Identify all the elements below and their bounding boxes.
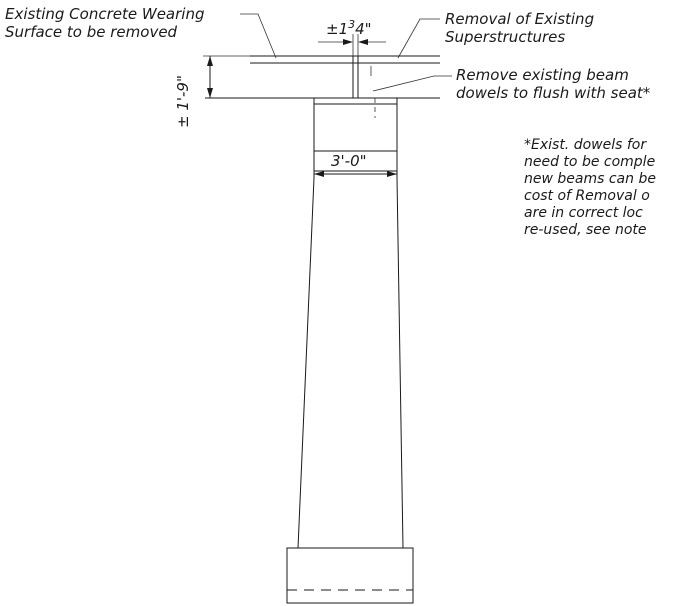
footing-outline xyxy=(286,547,414,604)
width-arrow-left xyxy=(314,171,324,177)
removal-callout: Removal of Existing Superstructures xyxy=(397,10,594,59)
gap-dimension-text: ±134" xyxy=(326,18,372,38)
column-right-taper xyxy=(396,177,404,549)
gap-arrow-left xyxy=(343,39,353,45)
note-line-6: re-used, see note xyxy=(524,222,647,238)
wearing-surface-label-2: Surface to be removed xyxy=(5,23,178,41)
removal-leader xyxy=(397,18,440,59)
wearing-surface-leader xyxy=(240,13,277,59)
dowel-label-2: dowels to flush with seat* xyxy=(456,84,651,102)
pier-column xyxy=(297,98,404,549)
gap-dimension: ±134" xyxy=(318,18,386,56)
dowel-note: *Exist. dowels for need to be comple new… xyxy=(524,137,656,238)
note-line-2: need to be comple xyxy=(524,154,655,170)
depth-dimension-text: ± 1'-9" xyxy=(174,75,192,128)
superstructure xyxy=(205,55,440,118)
note-line-5: are in correct loc xyxy=(524,205,643,221)
pier-width-dimension: 3'-0" xyxy=(314,152,397,177)
dowel-leader xyxy=(372,75,452,92)
width-arrow-right xyxy=(387,171,397,177)
footing xyxy=(286,547,414,604)
wearing-surface-callout: Existing Concrete Wearing Surface to be … xyxy=(5,5,277,59)
width-dimension-text: 3'-0" xyxy=(331,152,367,170)
column-left-taper xyxy=(297,177,315,549)
gap-arrow-right xyxy=(358,39,368,45)
depth-arrow-bottom xyxy=(207,88,213,98)
note-line-3: new beams can be xyxy=(524,171,656,187)
note-line-4: cost of Removal o xyxy=(524,188,650,204)
removal-label-1: Removal of Existing xyxy=(445,10,594,28)
note-line-1: *Exist. dowels for xyxy=(524,137,647,153)
wearing-surface-label-1: Existing Concrete Wearing xyxy=(5,5,204,23)
depth-arrow-top xyxy=(207,56,213,66)
depth-dimension: ± 1'-9" xyxy=(174,55,250,128)
removal-label-2: Superstructures xyxy=(445,28,565,46)
dowel-label-1: Remove existing beam xyxy=(456,66,629,84)
dowel-callout: Remove existing beam dowels to flush wit… xyxy=(372,66,651,102)
